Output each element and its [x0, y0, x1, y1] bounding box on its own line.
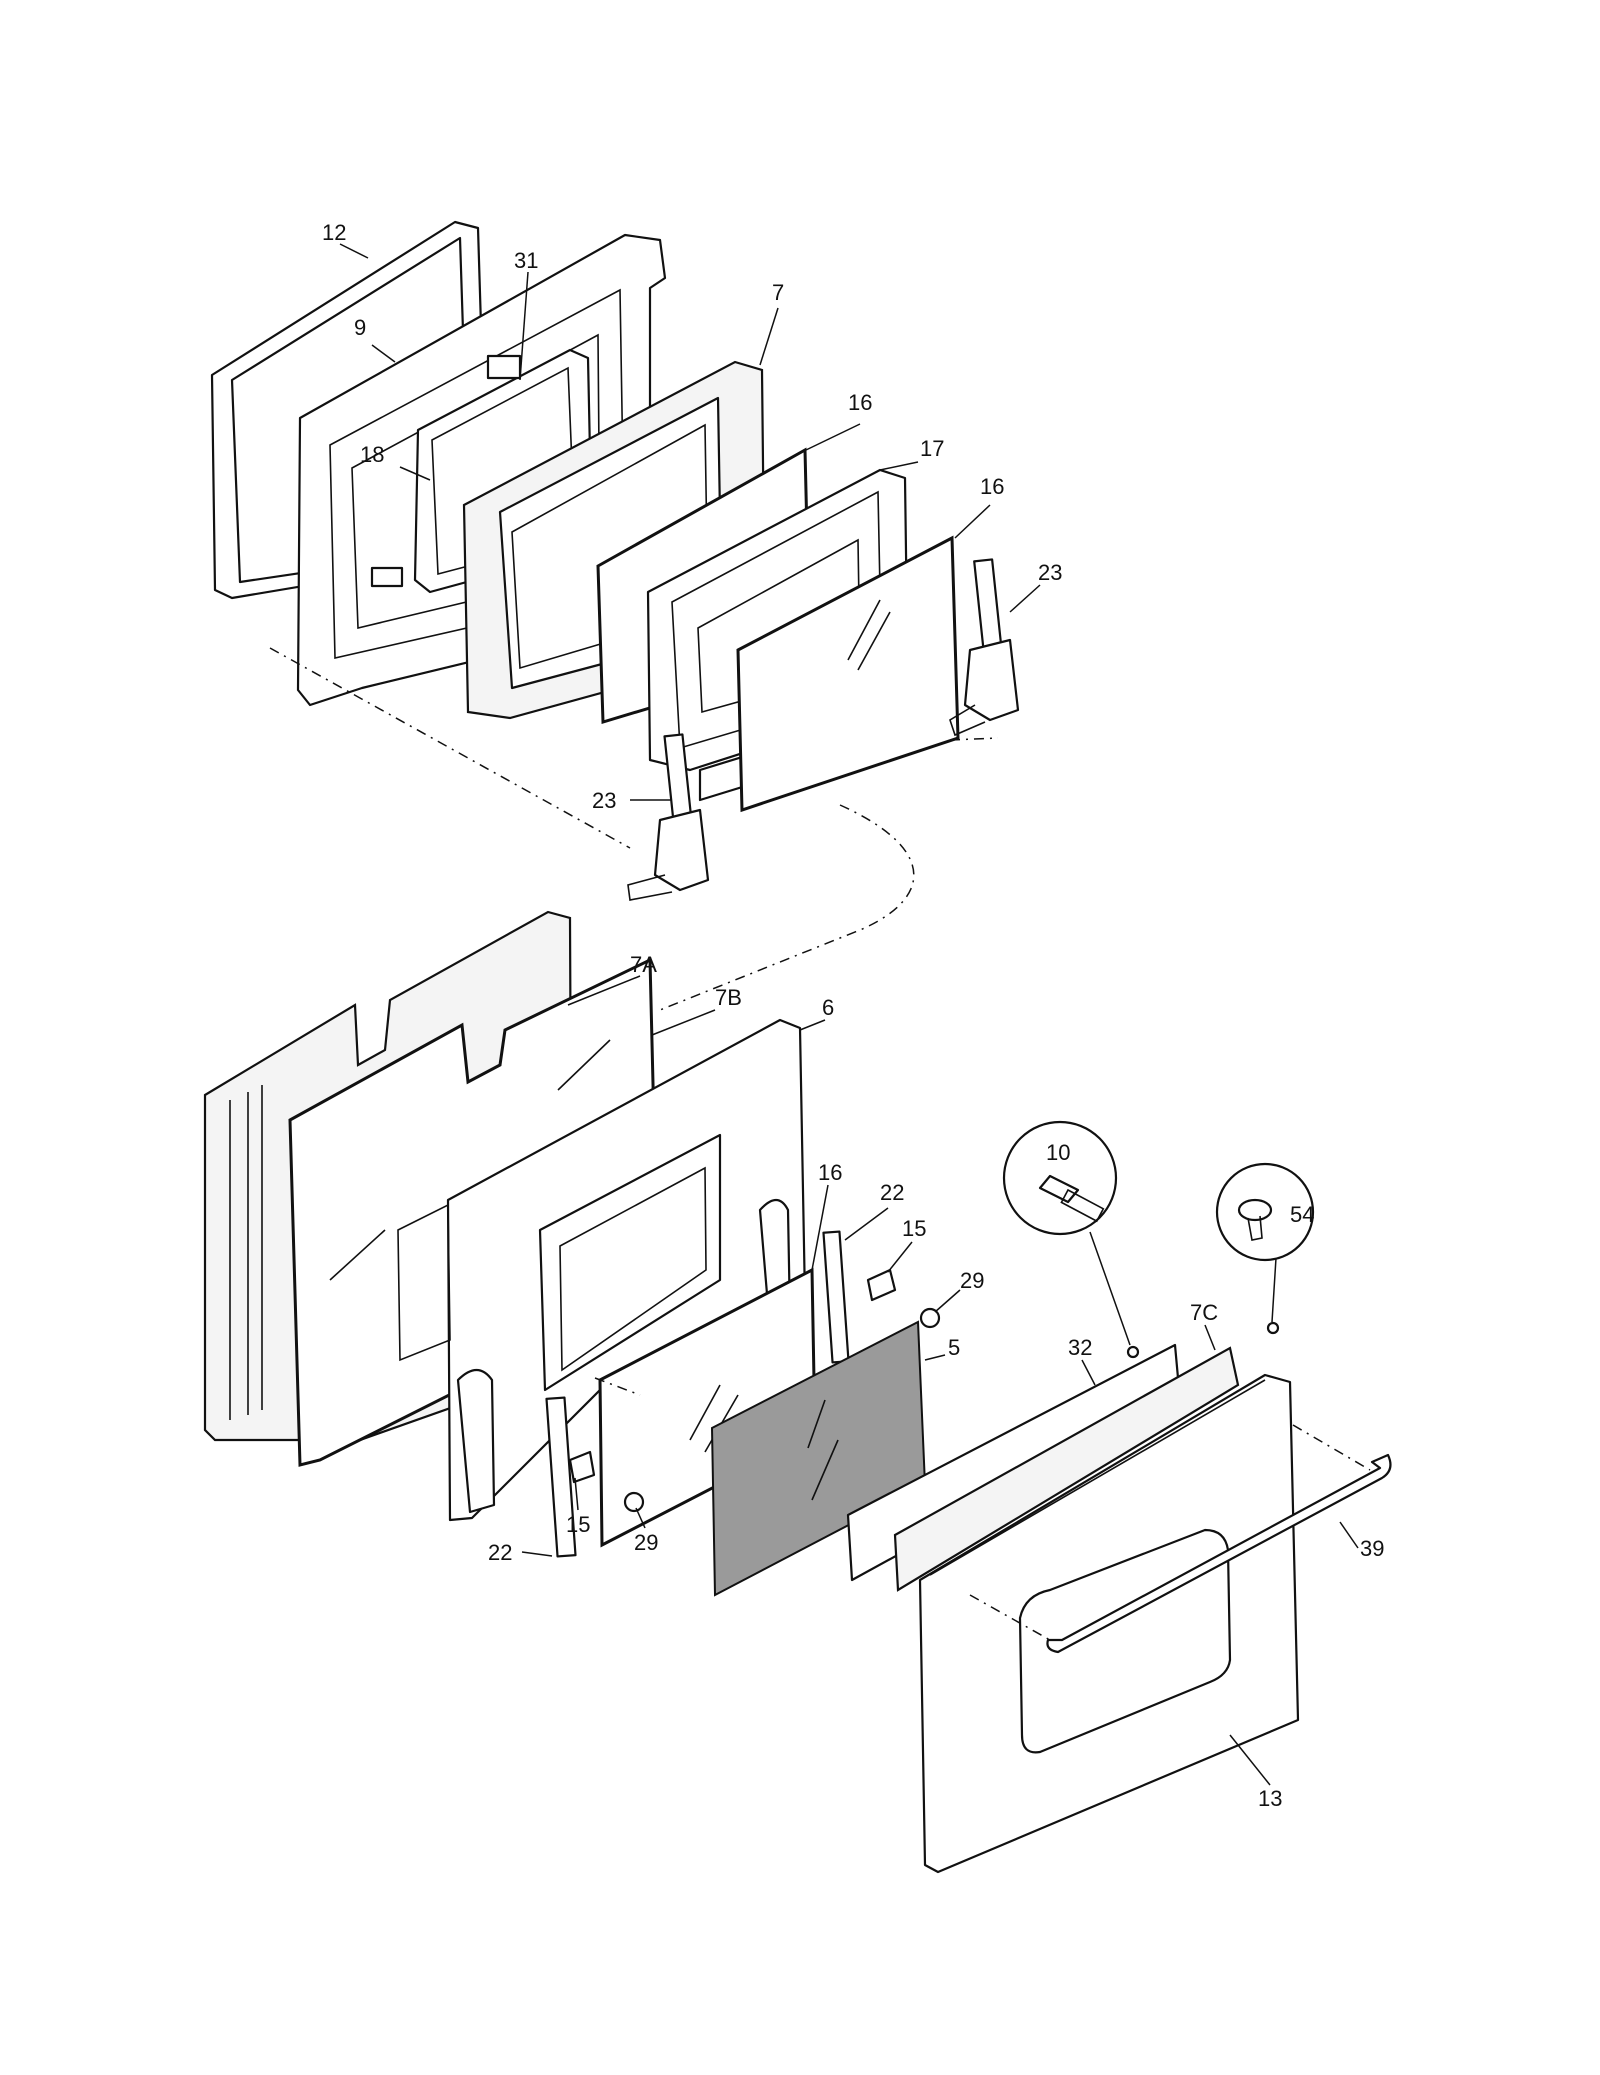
alignment-line-window — [594, 1377, 641, 1396]
callout-7B: 7B — [715, 985, 742, 1010]
inner-door-panel-6 — [397, 1018, 807, 1522]
callout-18: 18 — [360, 442, 384, 467]
screw-detail-10 — [1002, 1120, 1140, 1359]
leader-lines — [339, 243, 1359, 1786]
alignment-line-handle-right — [1292, 1424, 1371, 1471]
insulation-strip-7C — [893, 1346, 1240, 1592]
callout-5: 5 — [948, 1335, 960, 1360]
alignment-line-handle-left — [969, 1594, 1051, 1641]
callout-13: 13 — [1258, 1786, 1282, 1811]
callout-12: 12 — [322, 220, 346, 245]
callout-15-lower: 15 — [566, 1512, 590, 1537]
alignment-line-upper — [269, 647, 631, 849]
glass-panel-16-upper-right — [736, 535, 960, 813]
clip-15-lower — [568, 1450, 596, 1484]
door-hinge-23-left — [627, 733, 710, 901]
door-hinge-23-right — [949, 558, 1020, 737]
callout-7: 7 — [772, 280, 784, 305]
door-channel-22-upper — [822, 1230, 850, 1364]
alignment-line-right — [949, 737, 999, 741]
callout-7C: 7C — [1190, 1300, 1218, 1325]
callout-16-upper-left: 16 — [848, 390, 872, 415]
callout-17: 17 — [920, 436, 944, 461]
bumper-29-lower — [623, 1491, 645, 1513]
callout-16-upper-right: 16 — [980, 474, 1004, 499]
callout-32: 32 — [1068, 1335, 1092, 1360]
callout-22-lower: 22 — [488, 1540, 512, 1565]
callout-29-lower: 29 — [634, 1530, 658, 1555]
door-handle-39 — [1046, 1453, 1392, 1654]
callout-22-upper: 22 — [880, 1180, 904, 1205]
callout-6: 6 — [822, 995, 834, 1020]
callout-23-left: 23 — [592, 788, 616, 813]
callout-29-upper: 29 — [960, 1268, 984, 1293]
screw-detail-54 — [1215, 1162, 1315, 1335]
bumper-29-upper — [919, 1307, 941, 1329]
callout-10: 10 — [1046, 1140, 1070, 1165]
callout-15-upper: 15 — [902, 1216, 926, 1241]
callout-16-lower: 16 — [818, 1160, 842, 1185]
callout-9: 9 — [354, 315, 366, 340]
clip-15-upper — [866, 1268, 897, 1302]
callout-23-right: 23 — [1038, 560, 1062, 585]
callout-39: 39 — [1360, 1536, 1384, 1561]
callout-54: 54 — [1290, 1202, 1314, 1227]
alignment-line-center — [659, 804, 915, 1011]
callout-31: 31 — [514, 248, 538, 273]
callout-7A: 7A — [630, 952, 657, 977]
door-channel-22-lower — [545, 1396, 577, 1558]
